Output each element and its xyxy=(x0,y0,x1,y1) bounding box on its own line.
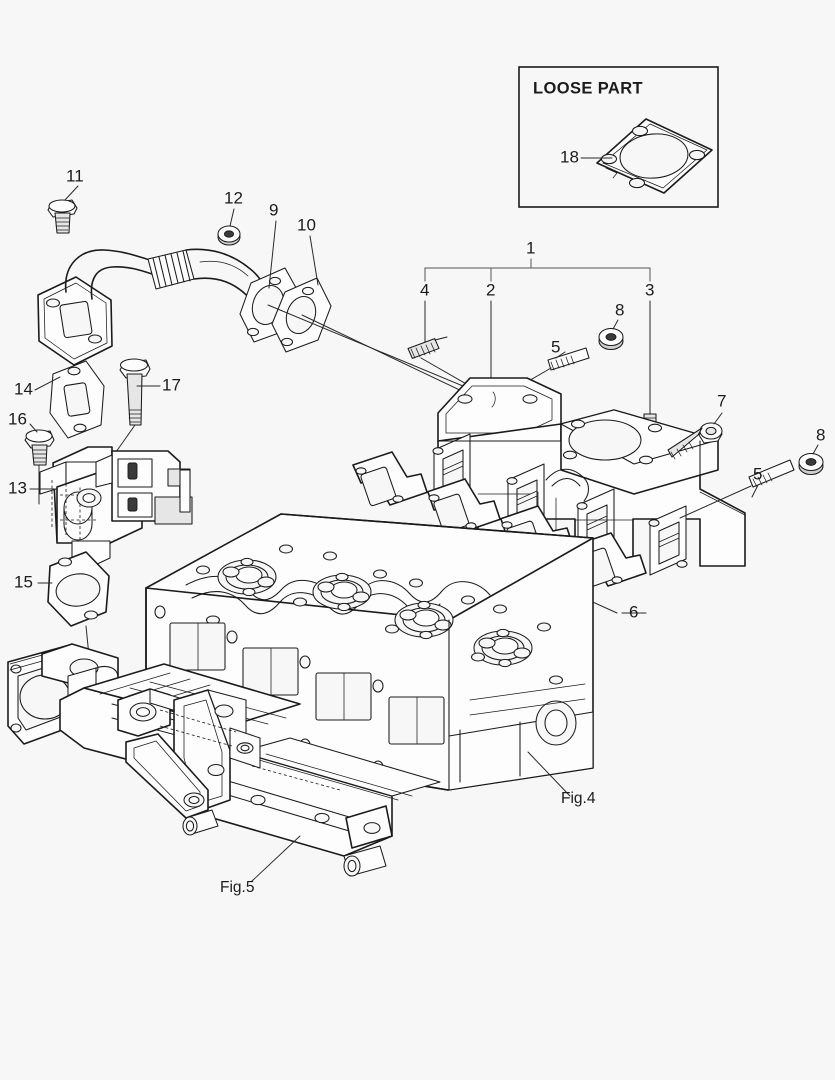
figure-label-fig4: Fig.4 xyxy=(561,790,596,807)
stud-5-upper xyxy=(547,347,590,371)
callout-9: 9 xyxy=(269,200,278,219)
cooler-pipe-stub-right xyxy=(343,845,387,877)
callout-numbers: 1 2 3 4 5 6 7 8 8 5 9 10 11 12 13 14 15 … xyxy=(8,166,825,621)
bolt-16 xyxy=(24,429,55,466)
leader-16 xyxy=(29,423,38,433)
nut-12 xyxy=(217,225,241,246)
leader-12 xyxy=(229,208,235,227)
nut-8-upper xyxy=(598,327,624,351)
callout-13: 13 xyxy=(8,478,27,497)
leader-10-to-manifold xyxy=(301,314,488,404)
callout-1: 1 xyxy=(526,238,535,257)
valve-cluster-4 xyxy=(473,628,533,668)
manifold-port-4 xyxy=(648,505,688,576)
callout-bracket-1 xyxy=(424,258,651,415)
callout-8-right: 8 xyxy=(816,425,825,444)
egr-valve-body xyxy=(39,446,193,566)
callout-5-lower: 5 xyxy=(753,464,762,483)
leader-14 xyxy=(34,376,61,391)
callout-15: 15 xyxy=(14,572,33,591)
leader-8-right xyxy=(812,444,819,455)
head-intake-ports xyxy=(169,622,445,745)
bolt-17 xyxy=(119,358,151,426)
callout-3: 3 xyxy=(645,280,654,299)
callout-18: 18 xyxy=(560,147,579,166)
bolt-11 xyxy=(47,199,78,234)
callout-17: 17 xyxy=(162,375,181,394)
leader-5-upper xyxy=(555,351,566,359)
gasket-15 xyxy=(47,551,110,627)
leader-fig4 xyxy=(527,751,571,797)
stud-5-lower xyxy=(748,459,795,488)
callout-14: 14 xyxy=(14,379,33,398)
stud-4 xyxy=(407,336,448,359)
egr-valve-assembly xyxy=(24,376,193,687)
valve-cluster-1 xyxy=(217,557,277,597)
bolt-7 xyxy=(667,422,723,460)
nut-8-right xyxy=(798,452,824,476)
leader-9 xyxy=(268,220,277,289)
leader-5-lower xyxy=(751,484,759,498)
valve-cluster-2 xyxy=(312,572,372,612)
egr-pipe-assembly xyxy=(37,185,488,470)
valve-cluster-3 xyxy=(394,600,454,640)
cooler-pipe-stub-left xyxy=(182,809,219,836)
leader-fig5 xyxy=(251,835,301,882)
leader-5-lower-tip xyxy=(679,485,752,519)
callout-16: 16 xyxy=(8,409,27,428)
callout-5: 5 xyxy=(551,337,560,356)
egr-pipe-flange xyxy=(37,276,113,366)
pipe-bellows xyxy=(147,249,195,290)
intake-manifold xyxy=(7,643,441,877)
callout-10: 10 xyxy=(297,215,316,234)
callout-7: 7 xyxy=(717,391,726,410)
leader-7 xyxy=(713,412,723,425)
leader-10 xyxy=(309,235,319,286)
callout-2: 2 xyxy=(486,280,495,299)
figure-label-fig5: Fig.5 xyxy=(220,879,254,896)
callout-6: 6 xyxy=(629,602,638,621)
callout-11: 11 xyxy=(66,166,84,185)
callout-8-upper: 8 xyxy=(615,300,624,319)
loose-part-box: LOOSE PART 18 xyxy=(518,66,719,208)
manifold-mount-boss xyxy=(117,688,187,737)
callout-4: 4 xyxy=(420,280,429,299)
leader-8-upper xyxy=(612,319,619,330)
callout-12: 12 xyxy=(224,188,243,207)
loose-part-title: LOOSE PART xyxy=(533,79,643,97)
loose-gasket xyxy=(596,118,713,194)
gasket-14 xyxy=(49,360,105,439)
leader-11 xyxy=(64,185,79,201)
